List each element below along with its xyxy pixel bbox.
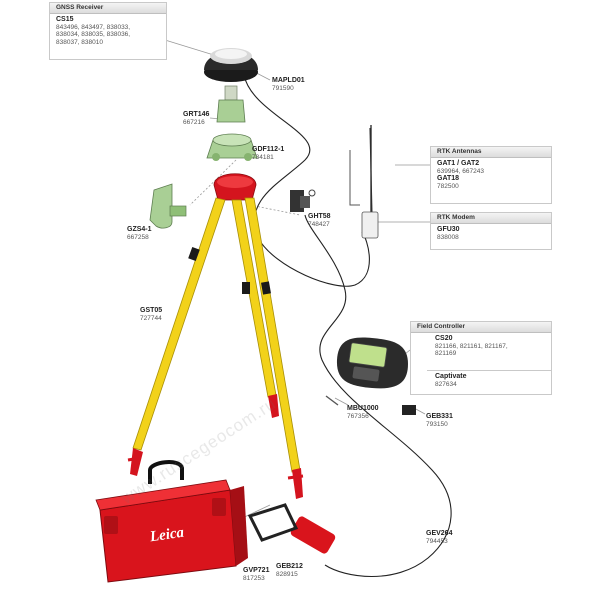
label-gvp721: GVP721 817253: [243, 567, 269, 582]
gzs4-name: GZS4-1: [127, 226, 152, 233]
battery-geb331: [402, 405, 416, 415]
geb331-name: GEB331: [426, 413, 453, 420]
battery-geb212: [247, 503, 336, 554]
label-gst05: GST05 727744: [140, 307, 162, 322]
gev264-name: GEV264: [426, 530, 453, 537]
label-geb331: GEB331 793150: [426, 413, 453, 428]
label-grt146: GRT146 667216: [183, 111, 209, 126]
rtk-modem-unit: [361, 211, 379, 239]
label-gdf112: GDF112-1 734181: [252, 146, 284, 161]
field-controller-separator: [427, 370, 551, 371]
gvp721-name: GVP721: [243, 567, 270, 574]
gst05-name: GST05: [140, 307, 163, 314]
captivate-code: 827634: [435, 380, 457, 388]
geb331-code: 793150: [426, 420, 448, 428]
gst05-code: 727744: [140, 314, 162, 322]
mbu1000-name: MBU1000: [347, 405, 379, 412]
geb212-name: GEB212: [276, 563, 303, 570]
ght58-code: 748427: [308, 220, 330, 228]
gev264-code: 794453: [426, 537, 448, 545]
label-ght58: GHT58 748427: [308, 213, 331, 228]
gnss-receiver-header: GNSS Receiver: [50, 3, 166, 14]
mbu1000-code: 767356: [347, 412, 369, 420]
tribrach-adapter: [206, 85, 258, 161]
geb212-code: 828915: [276, 570, 298, 578]
gnss-receiver-codes-2: 838034, 838035, 838036,: [56, 31, 131, 38]
carrying-case: [95, 460, 248, 583]
rtk-modem-header: RTK Modem: [431, 213, 551, 224]
field-controller-header: Field Controller: [411, 322, 551, 333]
rtk-antenna-name-2: GAT18: [437, 175, 460, 182]
gzs4-code: 667258: [127, 233, 149, 241]
label-mapldo1: MAPLD01 791590: [272, 77, 305, 92]
field-controller-name: CS20: [435, 335, 453, 342]
mapldo1-name: MAPLD01: [272, 77, 305, 84]
mapldo1-code: 791590: [272, 84, 294, 92]
gnss-receiver-codes-3: 838037, 838010: [56, 38, 103, 46]
gnss-receiver-panel: GNSS Receiver CS15 843496, 843497, 83803…: [49, 2, 167, 60]
gnss-receiver-dome: [204, 48, 258, 82]
gnss-receiver-body: CS15 843496, 843497, 838033, 838034, 838…: [56, 16, 162, 46]
rtk-antenna-stub: [349, 150, 360, 206]
captivate-name: Captivate: [435, 373, 467, 380]
ght58-name: GHT58: [308, 213, 331, 220]
tripod: [127, 173, 304, 499]
rtk-antenna-name-1: GAT1 / GAT2: [437, 160, 480, 167]
field-controller-body: CS20 821166, 821161, 821167, 821169: [435, 335, 547, 358]
gvp721-code: 817253: [243, 574, 265, 582]
gnss-receiver-codes-1: 843496, 843497, 838033,: [56, 23, 131, 31]
stylus-mbu1000: [325, 395, 339, 406]
rtk-modem-name: GFU30: [437, 226, 460, 233]
rtk-antennas-header: RTK Antennas: [431, 147, 551, 158]
gnss-receiver-model: CS15: [56, 16, 74, 23]
grt146-name: GRT146: [183, 111, 210, 118]
field-controller-codes-1: 821166, 821161, 821167,: [435, 342, 508, 350]
gdf112-name: GDF112-1: [252, 146, 285, 153]
label-gev264: GEV264 794453: [426, 530, 452, 545]
height-hook-arm: [169, 205, 187, 217]
gdf112-code: 734181: [252, 153, 274, 161]
grt146-code: 667216: [183, 118, 205, 126]
rtk-modem-code: 838008: [437, 233, 459, 241]
rtk-antennas-body: GAT1 / GAT2 639964, 667243 GAT18 782500: [437, 160, 547, 190]
rtk-modem-body: GFU30 838008: [437, 226, 547, 241]
height-hook-part: [149, 183, 173, 229]
rtk-antennas-panel: RTK Antennas GAT1 / GAT2 639964, 667243 …: [430, 146, 552, 204]
field-controller-device: [336, 337, 408, 389]
label-mbu1000: MBU1000 767356: [347, 405, 379, 420]
holder-ght58: [290, 189, 316, 212]
label-geb212: GEB212 828915: [276, 563, 303, 578]
rtk-modem-panel: RTK Modem GFU30 838008: [430, 212, 552, 250]
rtk-antenna-codes-2: 782500: [437, 182, 459, 190]
field-controller-panel: Field Controller CS20 821166, 821161, 82…: [410, 321, 552, 395]
label-gzs4: GZS4-1 667258: [127, 226, 152, 241]
field-controller-codes-2: 821169: [435, 350, 457, 357]
captivate-body: Captivate 827634: [435, 373, 547, 388]
rtk-antenna-codes-1: 639964, 667243: [437, 167, 484, 175]
